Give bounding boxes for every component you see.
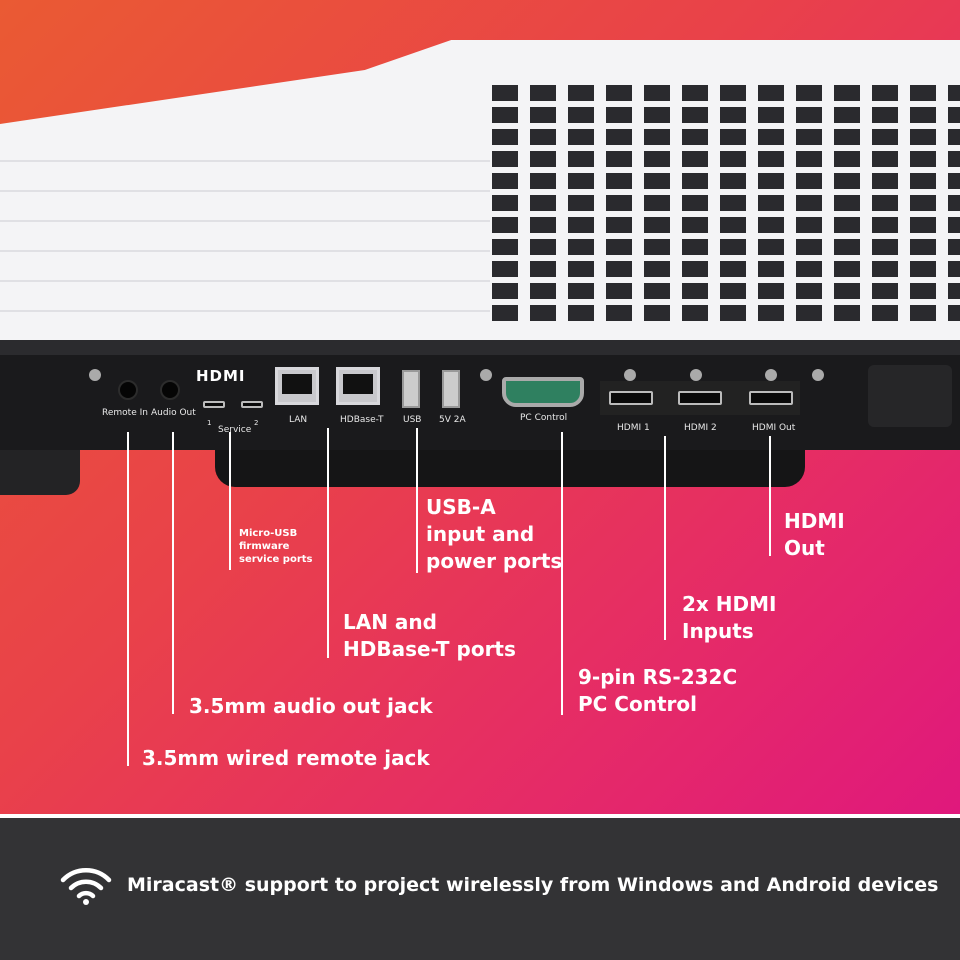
hdbase-t-port	[336, 367, 380, 405]
remote-in-jack	[118, 380, 138, 400]
audio-out-label: Audio Out	[151, 408, 196, 418]
screw-icon	[480, 369, 492, 381]
remote-callout: 3.5mm wired remote jack	[142, 746, 430, 770]
remote-callout-line	[127, 432, 129, 766]
service-callout-line	[229, 432, 231, 570]
projector-base	[215, 445, 805, 487]
projector-vents	[492, 82, 960, 327]
micro-usb-callout: Micro-USB firmware service ports	[239, 528, 313, 565]
screw-icon	[89, 369, 101, 381]
micro-usb-port-2	[241, 401, 263, 408]
rs232-callout-line	[561, 432, 563, 715]
hdmi-out-port	[749, 391, 793, 405]
rs232-callout: 9-pin RS-232C PC Control	[578, 665, 738, 716]
usb-power-port	[442, 370, 460, 408]
hdmi-in-callout-line	[664, 436, 666, 640]
remote-in-label: Remote In	[102, 408, 148, 418]
micro-usb-port-1	[203, 401, 225, 408]
connector-panel: Remote In Audio Out HDMI 1 Service 2 LAN…	[0, 355, 960, 450]
projector-foot	[0, 445, 80, 495]
footer-banner: Miracast® support to project wirelessly …	[0, 814, 960, 960]
hdmi-2-label: HDMI 2	[684, 423, 717, 433]
usb-power-label: 5V 2A	[439, 415, 466, 425]
screw-icon	[765, 369, 777, 381]
service-label: Service	[218, 425, 252, 435]
lan-callout-line	[327, 428, 329, 658]
hdmi-out-callout-line	[769, 436, 771, 556]
usb-callout-line	[416, 428, 418, 573]
miracast-text: Miracast® support to project wirelessly …	[127, 874, 939, 896]
hdmi-inputs-callout: 2x HDMI Inputs	[682, 592, 777, 643]
pc-control-label: PC Control	[520, 413, 568, 423]
audio-callout-line	[172, 432, 174, 714]
lan-port	[275, 367, 319, 405]
lan-label: LAN	[289, 415, 308, 425]
lan-callout: LAN and HDBase-T ports	[343, 610, 516, 661]
hdmi-logo: HDMI	[196, 367, 246, 385]
hdmi-1-port	[609, 391, 653, 405]
usb-port	[402, 370, 420, 408]
body-shadow	[0, 340, 960, 356]
service-2-label: 2	[254, 419, 259, 427]
hdmi-out-label: HDMI Out	[752, 423, 796, 433]
audio-out-jack	[160, 380, 180, 400]
service-1-label: 1	[207, 419, 212, 427]
hdmi-out-callout: HDMI Out	[784, 509, 845, 560]
screw-icon	[812, 369, 824, 381]
power-inlet	[868, 365, 952, 427]
screw-icon	[690, 369, 702, 381]
hdbase-t-label: HDBase-T	[340, 415, 384, 425]
screw-icon	[624, 369, 636, 381]
wifi-icon	[60, 868, 112, 905]
audio-callout: 3.5mm audio out jack	[189, 694, 433, 718]
usb-a-callout: USB-A input and power ports	[426, 495, 563, 573]
hdmi-2-port	[678, 391, 722, 405]
usb-label: USB	[403, 415, 422, 425]
hdmi-1-label: HDMI 1	[617, 423, 650, 433]
rs232-port	[502, 377, 584, 407]
